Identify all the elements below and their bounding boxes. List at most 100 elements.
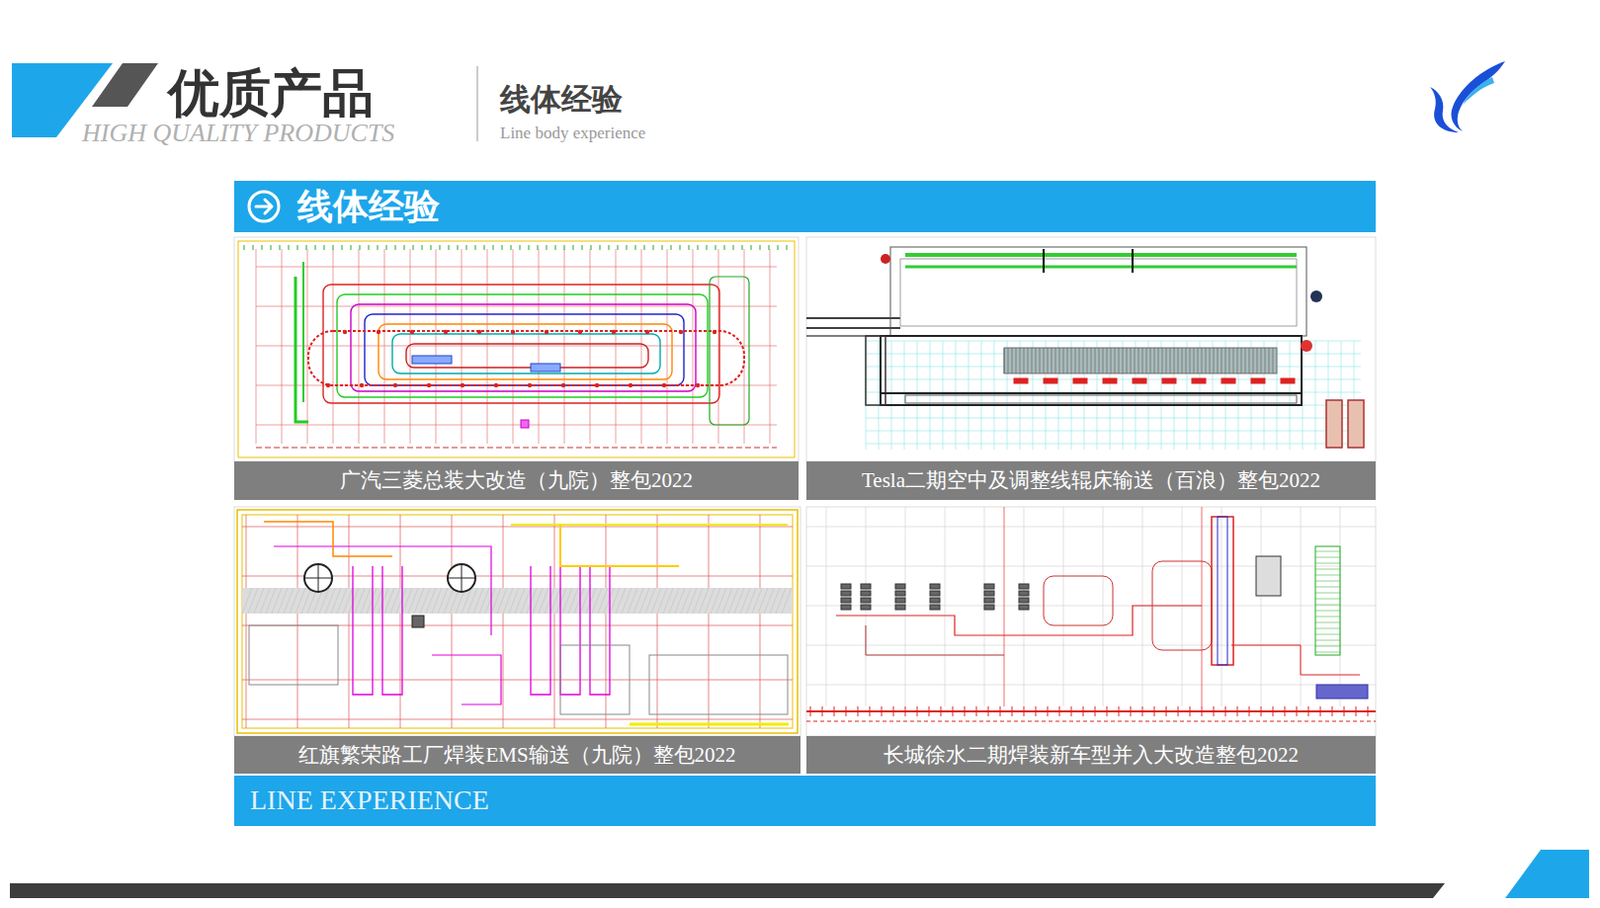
cad-line xyxy=(377,245,379,251)
cad-shape xyxy=(392,334,661,374)
cad-line xyxy=(242,719,793,721)
cad-dot xyxy=(426,383,431,388)
cad-line xyxy=(1071,347,1073,374)
cad-line xyxy=(1023,706,1025,717)
cad-line xyxy=(1308,706,1310,717)
cad-line xyxy=(246,514,248,729)
cad-line xyxy=(674,588,685,614)
cad-line xyxy=(1245,347,1247,374)
cad-line xyxy=(255,345,777,347)
cad-line xyxy=(1134,347,1136,374)
cad-line xyxy=(1315,557,1341,559)
cad-line xyxy=(580,588,590,614)
cad-line xyxy=(301,588,312,614)
cad-line xyxy=(657,514,659,729)
cad-line xyxy=(546,245,548,251)
banner-band: 线体经验 xyxy=(234,180,1376,233)
footer-band: LINE EXPERIENCE xyxy=(234,775,1376,827)
cad-line xyxy=(1015,347,1017,374)
caption-bar: 红旗繁荣路工厂焊装EMS输送（九院）整包2022 xyxy=(234,736,801,774)
cad-shape xyxy=(1018,584,1029,590)
cad-line xyxy=(1094,706,1096,717)
cad-line xyxy=(742,245,744,251)
cad-dot xyxy=(527,383,532,388)
cad-line xyxy=(1272,706,1274,717)
cad-line xyxy=(1315,628,1341,630)
cad-line xyxy=(710,588,721,614)
cad-shape xyxy=(709,276,750,425)
cad-line xyxy=(806,317,901,320)
caption-text: Tesla二期空中及调整线辊床输送（百浪）整包2022 xyxy=(861,468,1321,493)
cad-line xyxy=(857,706,859,717)
cad-line xyxy=(1229,347,1231,374)
cad-line xyxy=(297,245,299,251)
cad-line xyxy=(1178,706,1179,717)
cad-line xyxy=(905,252,1297,257)
cad-line xyxy=(528,245,530,251)
cad-shape xyxy=(984,597,995,603)
cad-line xyxy=(609,588,620,614)
cad-shape xyxy=(929,590,940,596)
cad-route xyxy=(560,566,581,695)
cad-line xyxy=(520,588,531,614)
cad-line xyxy=(1146,347,1148,374)
cad-shape xyxy=(900,258,1297,327)
cad-line xyxy=(537,245,539,251)
cad-line xyxy=(556,588,567,614)
cad-line xyxy=(430,245,432,251)
cad-line xyxy=(255,424,777,426)
section-subtitle: Line body experience xyxy=(500,123,646,144)
cad-line xyxy=(865,430,1361,432)
cad-line xyxy=(880,392,1302,395)
cad-line xyxy=(1355,706,1357,717)
cad-line xyxy=(822,706,824,717)
cad-shape xyxy=(1211,516,1234,666)
cad-line xyxy=(461,249,463,444)
cad-line xyxy=(359,245,361,251)
cad-line xyxy=(834,706,836,717)
cad-line xyxy=(1221,506,1223,707)
cad-line xyxy=(1315,340,1317,450)
cad-line xyxy=(1315,610,1341,612)
cad-line xyxy=(1315,604,1341,606)
cad-device xyxy=(304,564,333,592)
cad-line xyxy=(680,588,691,614)
cad-line xyxy=(484,245,486,251)
cad-line xyxy=(716,588,727,614)
cad-line xyxy=(1083,706,1085,717)
cad-dot xyxy=(393,383,398,388)
cad-dot xyxy=(410,330,415,335)
cad-shape xyxy=(1162,378,1177,384)
cad-line xyxy=(550,588,561,614)
cad-line xyxy=(1106,347,1108,374)
cad-line xyxy=(1181,506,1183,707)
cad-line xyxy=(1241,347,1243,374)
cad-line xyxy=(378,588,389,614)
cad-line xyxy=(1315,622,1341,624)
caption-text: 长城徐水二期焊装新车型并入大改造整包2022 xyxy=(883,743,1299,767)
cad-line xyxy=(1000,706,1002,717)
cad-dot xyxy=(326,383,331,388)
cad-shape xyxy=(1251,378,1265,384)
cad-line xyxy=(242,526,793,528)
cad-shape xyxy=(412,615,424,628)
cad-line xyxy=(633,588,644,614)
cad-line xyxy=(1320,706,1322,717)
cad-drawing xyxy=(806,247,1364,450)
cad-line xyxy=(255,249,257,444)
cad-line xyxy=(1213,347,1215,374)
cad-shape xyxy=(560,645,630,715)
cad-line xyxy=(1075,347,1077,374)
cad-line xyxy=(734,588,745,614)
cad-panel-ground xyxy=(806,237,1376,462)
cad-line xyxy=(1154,347,1156,374)
logo-wing xyxy=(1462,77,1495,105)
cad-panel xyxy=(806,506,1376,737)
footer-dark-bar xyxy=(9,883,1445,899)
cad-line xyxy=(1043,347,1045,374)
cad-shape xyxy=(929,597,940,603)
cad-line xyxy=(1023,347,1025,374)
cad-line xyxy=(964,706,966,717)
cad-line xyxy=(1142,347,1144,374)
